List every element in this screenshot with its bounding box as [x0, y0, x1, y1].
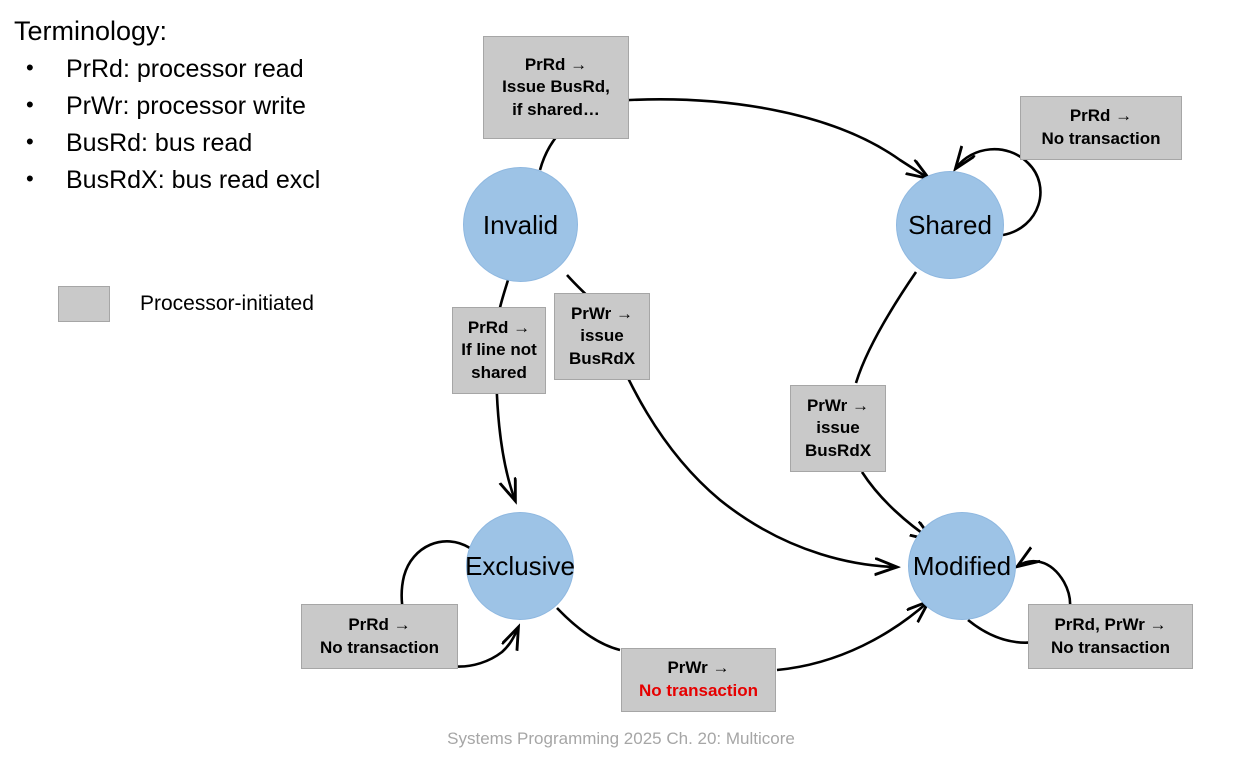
terminology-list: • PrRd: processor read • PrWr: processor… — [14, 51, 434, 199]
transition-label-line-highlighted: No transaction — [638, 681, 759, 700]
bullet-icon: • — [26, 165, 34, 191]
arrow-exclusive-to-modified-tail — [776, 602, 928, 672]
bullet-icon: • — [26, 128, 34, 154]
transition-label-exclusive-to-modified: PrWr → No transaction — [621, 648, 776, 712]
terminology-item-label: PrRd: processor read — [66, 54, 304, 83]
slide-footer: Systems Programming 2025 Ch. 20: Multico… — [447, 729, 795, 748]
legend-label: Processor-initiated — [140, 292, 314, 315]
transition-label-exclusive-self-loop: PrRd → No transaction — [301, 604, 458, 669]
transition-label-line: PrRd → — [348, 614, 411, 634]
terminology-item: • PrWr: processor write — [14, 88, 434, 125]
transition-label-line: Issue BusRd, — [502, 77, 610, 97]
transition-label-line: PrWr → — [570, 303, 634, 323]
state-label-exclusive: Exclusive — [465, 551, 575, 581]
terminology-item: • PrRd: processor read — [14, 51, 434, 88]
state-node-exclusive[interactable]: Exclusive — [465, 512, 575, 620]
terminology-item: • BusRd: bus read — [14, 125, 434, 162]
transition-label-invalid-to-exclusive: PrRd → If line not shared — [452, 307, 546, 394]
terminology-item-label: PrWr: processor write — [66, 91, 306, 120]
transition-label-line: PrRd → — [1069, 106, 1133, 126]
transition-label-line: No transaction — [1050, 637, 1171, 657]
transition-label-line: PrWr → — [667, 658, 730, 678]
transition-label-shared-self-loop: PrRd → No transaction — [1020, 96, 1182, 160]
transition-label-line: No transaction — [1041, 129, 1161, 148]
transition-label-line: issue — [580, 326, 624, 346]
transition-label-line: BusRdX — [804, 440, 872, 460]
transition-label-line: PrRd → — [524, 54, 588, 74]
transition-label-line: PrWr → — [806, 395, 870, 415]
state-label-shared: Shared — [908, 210, 992, 240]
transition-label-modified-self-loop: PrRd, PrWr → No transaction — [1028, 604, 1193, 669]
state-node-shared[interactable]: Shared — [896, 171, 1004, 279]
terminology-item: • BusRdX: bus read excl — [14, 162, 434, 199]
transition-label-line: No transaction — [319, 637, 440, 657]
transition-label-line: BusRdX — [568, 348, 636, 368]
arrow-exclusive-to-modified — [556, 607, 621, 652]
legend: Processor-initiated — [58, 286, 314, 322]
transition-label-line: PrRd, PrWr → — [1054, 614, 1167, 634]
transition-label-line: shared — [471, 362, 527, 382]
terminology-item-label: BusRdX: bus read excl — [66, 165, 321, 194]
arrow-shared-to-modified — [854, 271, 918, 384]
state-node-modified[interactable]: Modified — [908, 512, 1016, 620]
transition-label-line: If line not — [461, 340, 537, 360]
state-label-modified: Modified — [912, 551, 1012, 581]
state-label-invalid: Invalid — [482, 209, 559, 240]
legend-swatch-processor-initiated — [58, 286, 110, 322]
state-node-invalid[interactable]: Invalid — [463, 167, 578, 282]
transition-label-invalid-to-modified: PrWr → issue BusRdX — [554, 293, 650, 380]
terminology-block: Terminology: • PrRd: processor read • Pr… — [14, 14, 434, 199]
bullet-icon: • — [26, 91, 34, 117]
terminology-item-label: BusRd: bus read — [66, 128, 253, 157]
transition-label-line: PrRd → — [467, 317, 531, 337]
transition-label-invalid-to-shared: PrRd → Issue BusRd, if shared… — [483, 36, 629, 139]
bullet-icon: • — [26, 54, 34, 80]
transition-label-line: if shared… — [512, 99, 600, 119]
transition-label-line: issue — [816, 418, 860, 438]
terminology-title: Terminology: — [14, 16, 168, 46]
transition-label-shared-to-modified: PrWr → issue BusRdX — [790, 385, 886, 472]
